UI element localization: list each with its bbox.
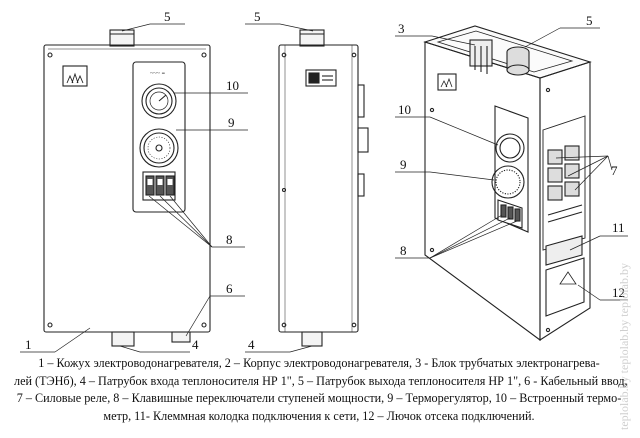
callout-5: 5 [164, 9, 171, 24]
caption-line-4: метр, 11- Клеммная колодка подключения к… [103, 408, 535, 423]
callout-10: 10 [398, 102, 411, 117]
svg-text:~~~ ≡: ~~~ ≡ [150, 71, 165, 77]
callout-9: 9 [228, 115, 235, 130]
watermark: teplolab.by teplolab.by teplolab.by [612, 0, 636, 434]
iso-front-face [424, 41, 541, 342]
side-view [278, 29, 369, 347]
callout-7: 7 [611, 163, 618, 178]
logo-mark [62, 65, 88, 87]
callout-9: 9 [400, 157, 407, 172]
front-control-panel [132, 61, 186, 213]
callout-4: 4 [192, 337, 199, 352]
isometric-view [423, 25, 592, 342]
svg-text:teplolab.by teplolab.by te: teplolab.by teplolab.by teplolab.by [617, 263, 631, 430]
iso-terminal-block [545, 235, 583, 266]
callout-8: 8 [226, 232, 233, 247]
callout-3: 3 [398, 21, 405, 36]
front-view: ~~~ ≡ [43, 29, 211, 347]
caption-line-3: 7 – Силовые реле, 8 – Клавишные переключ… [16, 391, 622, 405]
leader-lines [20, 23, 628, 353]
iso-side-face [539, 61, 591, 342]
callout-labels: 5 5 5 3 10 9 8 6 1 4 4 10 9 8 7 11 12 2 [25, 9, 625, 352]
callout-12: 12 [612, 285, 625, 300]
iso-control-panel [494, 105, 529, 233]
callout-8: 8 [400, 243, 407, 258]
side-casing [278, 44, 359, 333]
iso-hatch [545, 257, 585, 317]
callout-11: 11 [612, 220, 625, 235]
callout-4: 4 [248, 337, 255, 352]
watermark-text-vertical: teplolab.by teplolab.by teplolab.by [617, 263, 631, 430]
callout-10: 10 [226, 78, 239, 93]
caption-line-1: 1 – Кожух электроводонагревателя, 2 – Ко… [38, 356, 600, 370]
callout-1: 1 [25, 337, 32, 352]
callout-6: 6 [226, 281, 233, 296]
callout-5: 5 [586, 13, 593, 28]
callout-5: 5 [254, 9, 261, 24]
caption-line-2: лей (ТЭНб), 4 – Патрубок входа теплоноси… [14, 373, 628, 388]
figure-caption: 1 – Кожух электроводонагревателя, 2 – Ко… [14, 355, 628, 425]
